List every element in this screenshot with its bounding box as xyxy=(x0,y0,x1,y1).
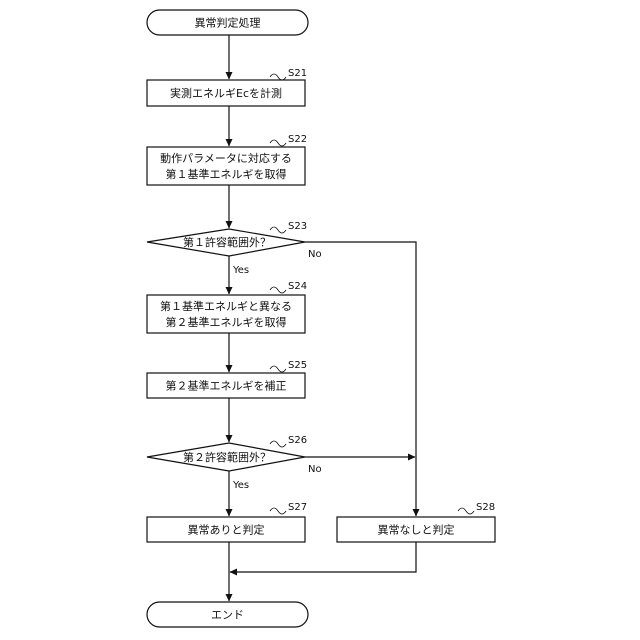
step-s21-id: S21 xyxy=(288,68,307,79)
step-s25-text: 第２基準エネルギを補正 xyxy=(166,379,287,393)
step-s22-text-line2: 第１基準エネルギを取得 xyxy=(166,167,287,181)
arrow-s23-no-to-s28 xyxy=(305,242,416,516)
start-terminal: 異常判定処理 xyxy=(147,10,308,35)
step-s24-text-line2: 第２基準エネルギを取得 xyxy=(166,315,287,329)
step-s22-id: S22 xyxy=(288,134,307,145)
step-s23-decision: S23 第１許容範囲外？ Yes No xyxy=(147,221,322,276)
step-s25-process: S25 第２基準エネルギを補正 xyxy=(147,360,307,398)
step-s21-process: S21 実測エネルギEcを計測 xyxy=(147,68,307,106)
step-s26-text: 第２許容範囲外？ xyxy=(183,450,271,464)
step-s27-id: S27 xyxy=(288,502,307,513)
step-s26-no-label: No xyxy=(308,464,322,475)
step-s26-yes-label: Yes xyxy=(232,480,249,491)
step-s25-id: S25 xyxy=(288,360,307,371)
step-s23-text: 第１許容範囲外？ xyxy=(183,235,271,249)
step-s22-process: S22 動作パラメータに対応する 第１基準エネルギを取得 xyxy=(147,134,307,185)
step-s23-id: S23 xyxy=(288,221,307,232)
step-s24-id: S24 xyxy=(288,281,307,292)
end-label: エンド xyxy=(211,609,244,622)
step-s28-id: S28 xyxy=(476,502,495,513)
end-terminal: エンド xyxy=(147,602,308,627)
step-s27-text: 異常ありと判定 xyxy=(188,523,265,537)
step-s26-id: S26 xyxy=(288,435,307,446)
step-s24-text-line1: 第１基準エネルギと異なる xyxy=(160,299,292,313)
arrow-s28-to-end-line xyxy=(230,542,416,572)
step-s28-text: 異常なしと判定 xyxy=(378,523,455,537)
step-s24-process: S24 第１基準エネルギと異なる 第２基準エネルギを取得 xyxy=(147,281,307,333)
step-s23-yes-label: Yes xyxy=(232,265,249,276)
step-s21-text: 実測エネルギEcを計測 xyxy=(170,86,282,100)
start-label: 異常判定処理 xyxy=(195,16,261,30)
step-s27-process: S27 異常ありと判定 xyxy=(147,502,307,542)
step-s23-no-label: No xyxy=(308,249,322,260)
step-s26-decision: S26 第２許容範囲外？ Yes No xyxy=(147,435,322,491)
step-s22-text-line1: 動作パラメータに対応する xyxy=(160,151,292,165)
